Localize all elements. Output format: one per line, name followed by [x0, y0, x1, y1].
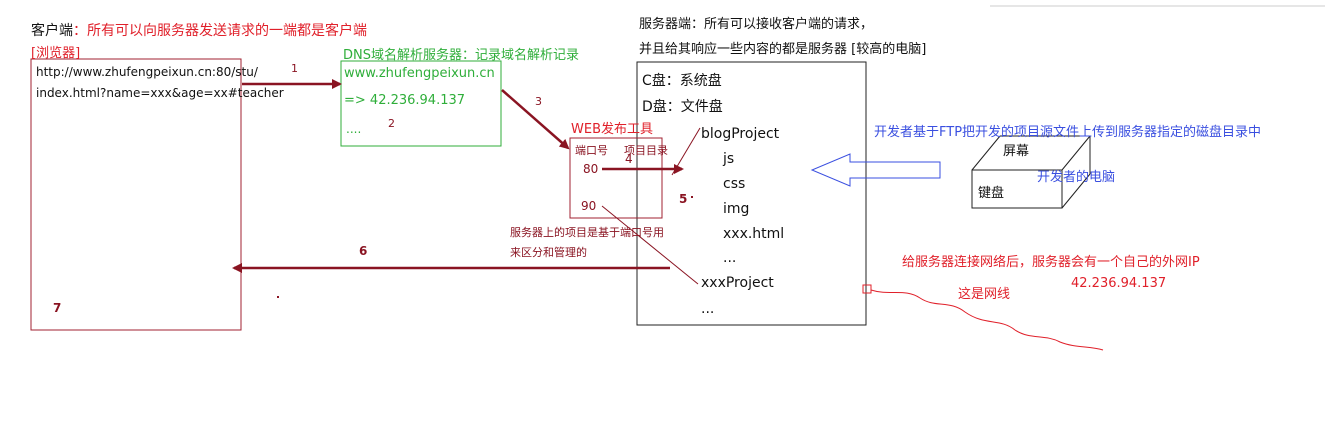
- file-css: css: [723, 176, 746, 192]
- step-6-label: 6: [359, 244, 368, 258]
- network-ip: 42.236.94.137: [1071, 276, 1167, 291]
- step-4-label: 4: [625, 152, 633, 166]
- dns-domain: www.zhufengpeixun.cn: [344, 66, 495, 81]
- network-cable-line: [870, 289, 1104, 351]
- url-line-2: index.html?name=xxx&age=xx#teacher: [36, 86, 284, 100]
- developer-pc-label: 开发者的电脑: [1037, 170, 1116, 185]
- screen-label: 屏幕: [1003, 144, 1030, 159]
- server-heading-line-2: 并且给其响应一些内容的都是服务器 [较高的电脑]: [639, 42, 927, 57]
- file-xxx-html: xxx.html: [723, 226, 785, 242]
- client-heading-prefix: 客户端: [31, 23, 73, 39]
- step-5-label: 5: [679, 192, 688, 206]
- developer-computer-shape: [971, 135, 1091, 209]
- server-box: [636, 61, 867, 326]
- file-js: js: [723, 151, 735, 167]
- client-heading-desc: ：所有可以向服务器发送请求的一端都是客户端: [73, 23, 367, 39]
- file-more: ...: [723, 250, 737, 266]
- dns-more: ....: [346, 122, 362, 136]
- keyboard-label: 键盘: [978, 186, 1005, 201]
- line-80-to-blog: [671, 127, 701, 176]
- browser-box: [30, 58, 242, 331]
- disk-d-label: D盘：文件盘: [642, 99, 723, 115]
- client-heading: 客户端：所有可以向服务器发送请求的一端都是客户端: [31, 20, 367, 40]
- step-3-label: 3: [535, 95, 542, 108]
- network-cable-label: 这是网线: [958, 287, 1011, 302]
- web-tool-col-port: 端口号: [575, 144, 608, 157]
- file-img: img: [723, 201, 750, 217]
- disk-c-label: C盘：系统盘: [642, 73, 722, 89]
- web-tool-note-line-1: 服务器上的项目是基于端口号用: [510, 226, 664, 239]
- project-xxx: xxxProject: [701, 275, 774, 291]
- line-90-to-xxx: [601, 205, 699, 285]
- web-tool-note-line-2: 来区分和管理的: [510, 246, 587, 259]
- step-1-label: 1: [291, 62, 298, 75]
- step-2-label: 2: [388, 117, 395, 130]
- network-note: 给服务器连接网络后，服务器会有一个自己的外网IP: [902, 255, 1200, 270]
- step-7-label: 7: [53, 301, 62, 315]
- project-blog: blogProject: [701, 126, 780, 142]
- dns-title: DNS域名解析服务器：记录域名解析记录: [343, 48, 579, 63]
- web-tool-port-80: 80: [583, 162, 599, 176]
- arrow-step-3: [501, 89, 570, 150]
- server-more: ...: [701, 301, 715, 317]
- url-line-1: http://www.zhufengpeixun.cn:80/stu/: [36, 65, 258, 79]
- ftp-upload-arrow: [810, 153, 941, 187]
- dot-mark-2: [691, 196, 693, 198]
- browser-label: [浏览器]: [31, 46, 81, 61]
- ftp-note: 开发者基于FTP把开发的项目源文件上传到服务器指定的磁盘目录中: [874, 125, 1262, 140]
- dot-mark: [277, 296, 279, 298]
- dns-box: [340, 60, 502, 147]
- dns-ip-line: => 42.236.94.137: [344, 93, 466, 108]
- web-tool-col-dir: 项目目录: [624, 144, 668, 157]
- web-tool-port-90: 90: [581, 199, 597, 213]
- network-port-square: [862, 284, 872, 294]
- web-tool-title: WEB发布工具: [571, 122, 653, 137]
- server-heading-line-1: 服务器端：所有可以接收客户端的请求，: [639, 17, 874, 32]
